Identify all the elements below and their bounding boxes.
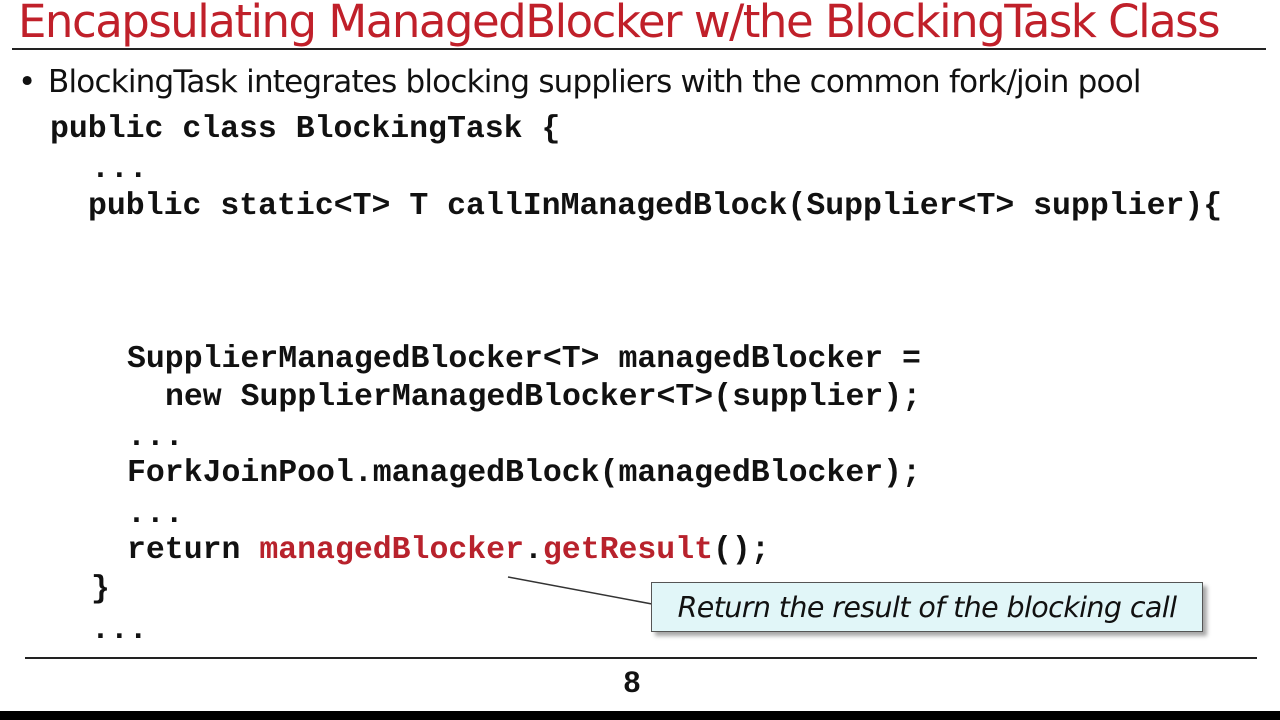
highlighted-managed-blocker: managedBlocker bbox=[259, 533, 524, 568]
code-line-managed-block-call: ForkJoinPool.managedBlock(managedBlocker… bbox=[127, 456, 921, 491]
member-access-dot: . bbox=[523, 533, 543, 568]
bullet-marker: • bbox=[18, 64, 36, 100]
title-underline bbox=[12, 48, 1266, 50]
footer-rule bbox=[25, 657, 1257, 659]
code-line-ellipsis: ... bbox=[91, 613, 148, 648]
code-line-return-statement: return managedBlocker.getResult(); bbox=[127, 532, 770, 570]
bottom-bar bbox=[0, 711, 1280, 720]
bullet-point: • BlockingTask integrates blocking suppl… bbox=[18, 60, 1142, 104]
callout-box: Return the result of the blocking call bbox=[651, 582, 1203, 632]
page-number: 8 bbox=[623, 666, 641, 699]
code-line-ellipsis: ... bbox=[127, 497, 184, 532]
return-keyword: return bbox=[127, 533, 260, 568]
callout-text: Return the result of the blocking call bbox=[677, 590, 1177, 624]
slide-title: Encapsulating ManagedBlocker w/the Block… bbox=[18, 0, 1221, 48]
code-line-class-decl: public class BlockingTask { bbox=[50, 112, 561, 147]
code-line-closing-brace: } bbox=[91, 572, 110, 607]
code-line-new-supplier-blocker: new SupplierManagedBlocker<T>(supplier); bbox=[165, 380, 922, 415]
code-line-ellipsis: ... bbox=[91, 152, 148, 187]
highlighted-get-result: getResult bbox=[542, 533, 714, 568]
code-line-managed-blocker-decl: SupplierManagedBlocker<T> managedBlocker… bbox=[127, 342, 921, 377]
code-line-ellipsis: ... bbox=[127, 420, 184, 455]
code-line-method-signature: public static<T> T callInManagedBlock(Su… bbox=[88, 189, 1223, 224]
call-parens: (); bbox=[713, 533, 770, 568]
bullet-text: BlockingTask integrates blocking supplie… bbox=[48, 64, 1142, 100]
